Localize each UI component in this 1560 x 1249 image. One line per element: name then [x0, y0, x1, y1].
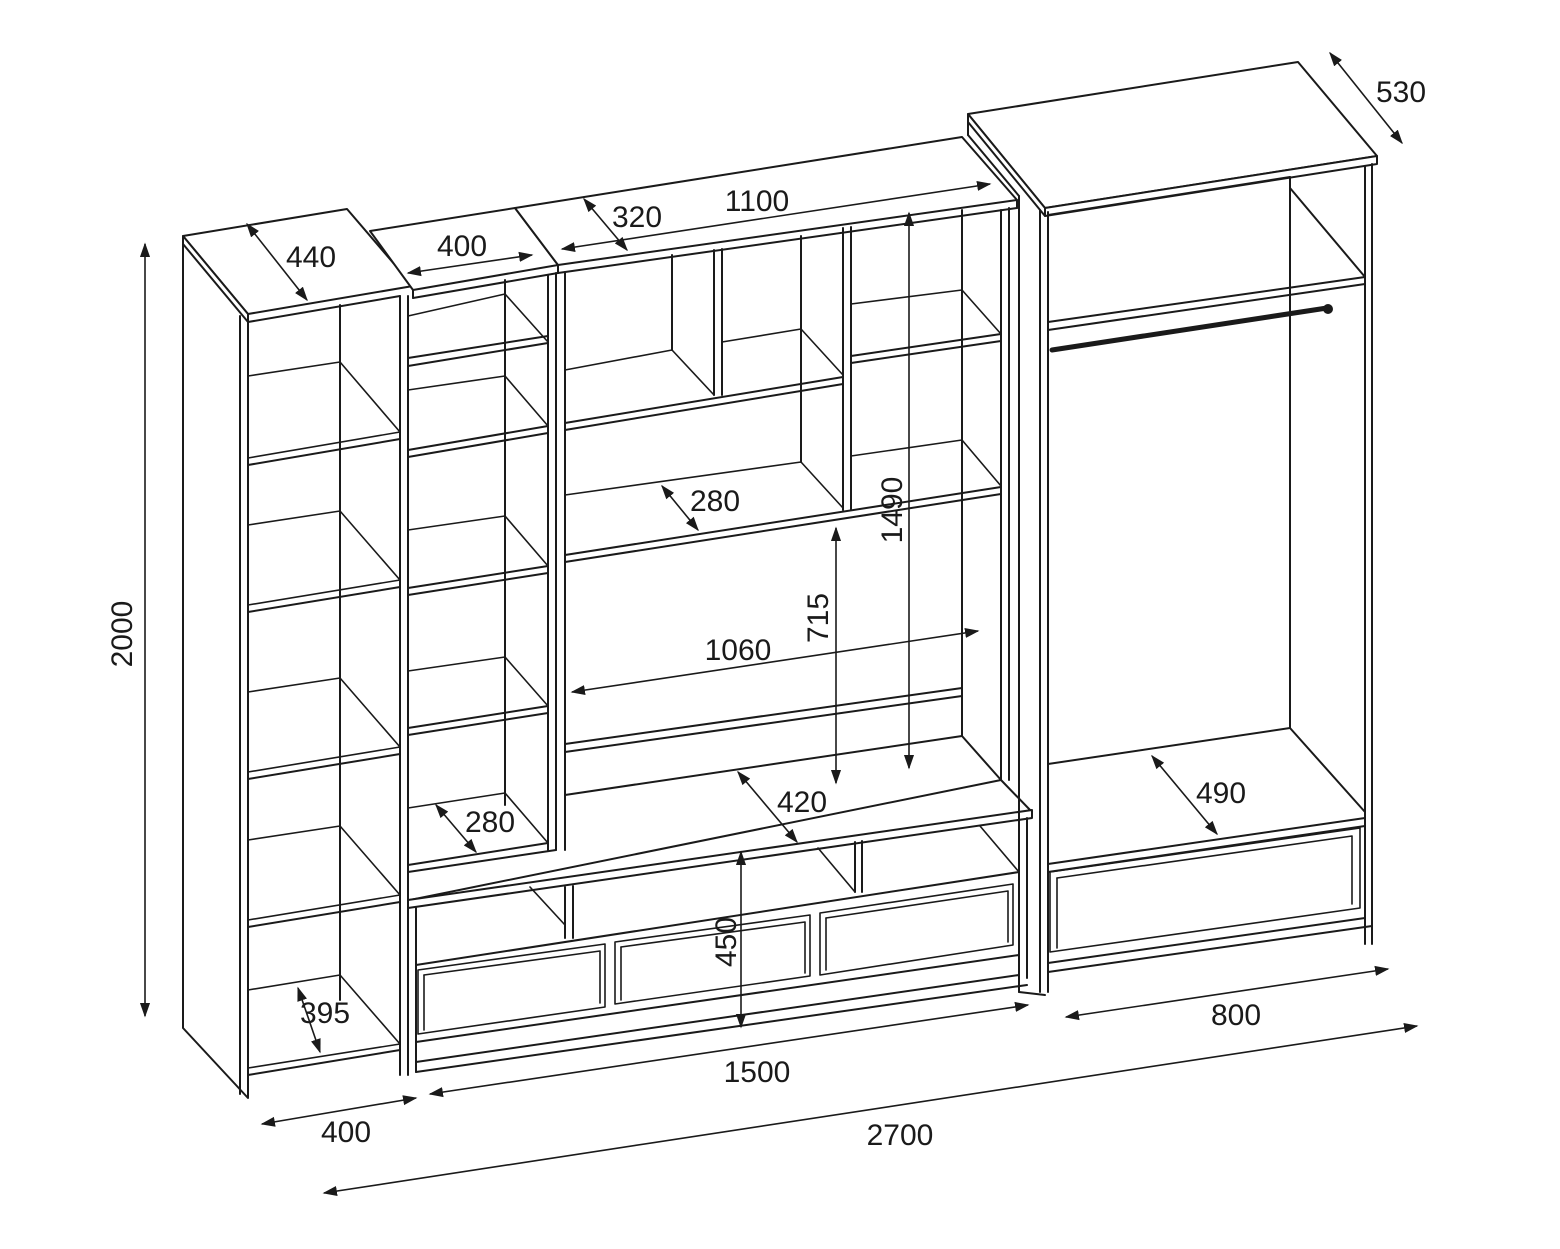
dim-center-width: 1500 — [724, 1056, 791, 1089]
dim-overall-width: 2700 — [867, 1119, 934, 1152]
dim-center-height: 1490 — [876, 477, 909, 544]
dim-wardrobe-width: 800 — [1211, 999, 1261, 1032]
drawers — [417, 883, 1014, 1035]
dim-wardrobe-inner-depth: 490 — [1196, 777, 1246, 810]
narrow-shelf-unit — [369, 207, 559, 873]
dim-tv-niche-height: 715 — [802, 593, 835, 643]
hanging-rail — [1049, 305, 1330, 353]
dim-tv-base-height: 450 — [710, 917, 743, 967]
left-shelves — [247, 361, 401, 1076]
dim-left-inner-depth: 395 — [300, 997, 350, 1030]
dim-center-shelf-depth: 280 — [690, 485, 740, 518]
dim-left-depth: 440 — [286, 241, 336, 274]
dimension-lines — [139, 51, 1419, 1197]
dim-center-top-width: 1100 — [725, 185, 790, 218]
dim-narrow-top-width: 400 — [437, 230, 487, 263]
dim-left-width: 400 — [321, 1116, 371, 1149]
dim-wardrobe-depth: 530 — [1376, 76, 1426, 109]
dim-center-top-depth: 320 — [612, 201, 662, 234]
narrow-shelves — [407, 293, 557, 873]
dimension-labels: 2000 440 395 400 400 280 320 1100 280 14… — [106, 76, 1426, 1152]
dim-narrow-shelf-depth: 280 — [465, 806, 515, 839]
dim-tv-base-depth: 420 — [777, 786, 827, 819]
wardrobe — [967, 61, 1378, 996]
left-bookcase — [182, 208, 414, 1099]
dim-tv-niche-width: 1060 — [705, 634, 772, 667]
dim-total-height: 2000 — [106, 601, 139, 668]
